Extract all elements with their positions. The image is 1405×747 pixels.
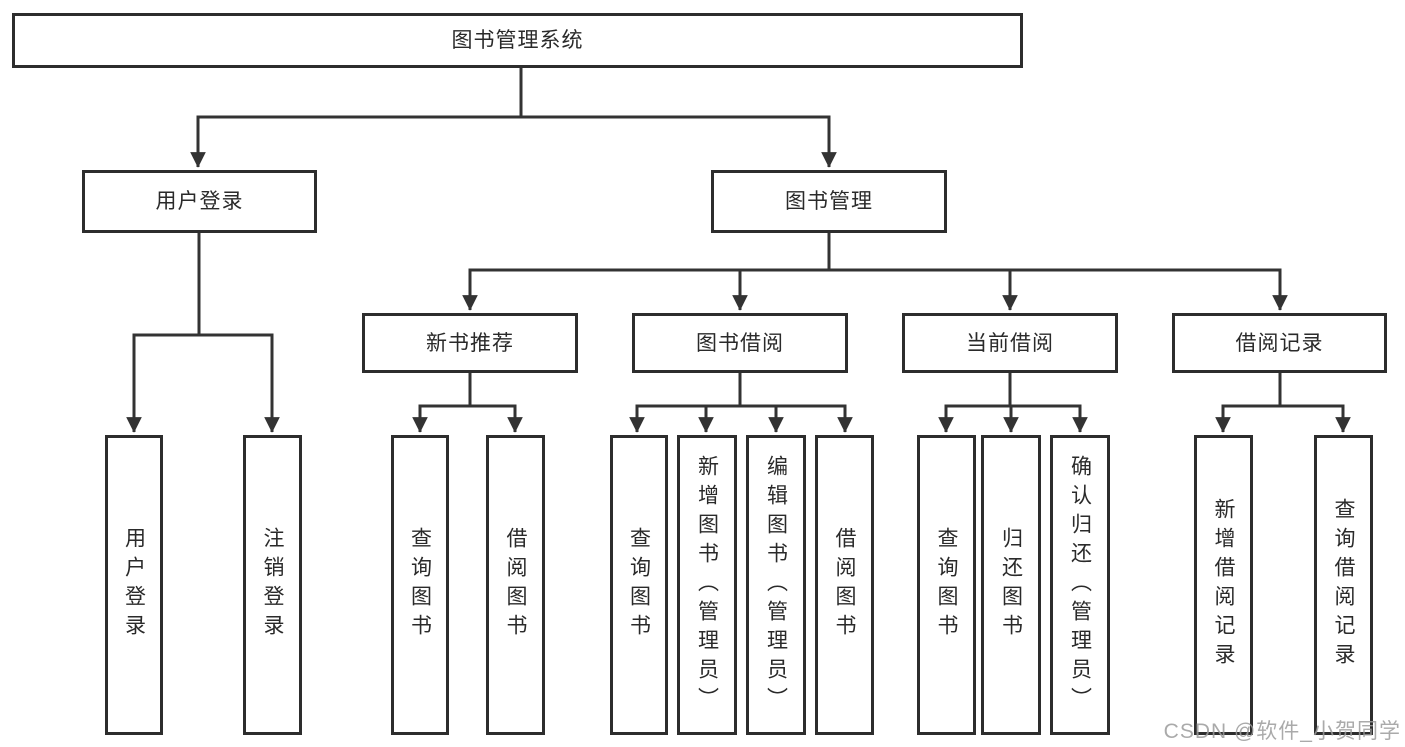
node-label: 图书管理 xyxy=(785,190,873,213)
node-label: 查询借阅记录 xyxy=(1332,498,1355,672)
node-label: 查询图书 xyxy=(408,527,432,643)
node-label: 借阅图书 xyxy=(833,527,856,643)
node-new-book-recommend: 新书推荐 xyxy=(362,313,578,373)
leaf-return-book: 归还图书 xyxy=(981,435,1041,735)
node-label: 用户登录 xyxy=(155,190,244,213)
leaf-add-book-admin: 新增图书（管理员） xyxy=(677,435,737,735)
connector-user-login-group xyxy=(126,233,280,433)
connector-borrow-records-group xyxy=(1215,373,1351,433)
leaf-query-books-1: 查询图书 xyxy=(391,435,449,735)
node-book-borrow: 图书借阅 xyxy=(632,313,848,373)
node-label: 编辑图书（管理员） xyxy=(764,454,788,716)
node-label: 新增借阅记录 xyxy=(1212,498,1235,672)
node-label: 新书推荐 xyxy=(426,331,514,355)
node-current-borrow: 当前借阅 xyxy=(902,313,1118,373)
connector-root-to-level2 xyxy=(190,68,837,168)
node-label: 新增图书（管理员） xyxy=(695,454,719,716)
leaf-edit-book-admin: 编辑图书（管理员） xyxy=(746,435,806,735)
connector-current-borrow-group xyxy=(938,373,1088,433)
node-label: 注销登录 xyxy=(261,527,284,643)
node-borrow-records: 借阅记录 xyxy=(1172,313,1387,373)
node-book-management: 图书管理 xyxy=(711,170,947,233)
node-user-login: 用户登录 xyxy=(82,170,317,233)
node-label: 图书借阅 xyxy=(696,331,784,355)
node-label: 查询图书 xyxy=(627,527,651,643)
csdn-watermark: CSDN @软件_小贺同学 xyxy=(1163,720,1401,743)
leaf-query-books-3: 查询图书 xyxy=(917,435,976,735)
node-root-system: 图书管理系统 xyxy=(12,13,1023,68)
leaf-query-borrow-record: 查询借阅记录 xyxy=(1314,435,1373,735)
connector-book-mgmt-to-level3 xyxy=(462,233,1288,311)
node-label: 用户登录 xyxy=(122,527,146,643)
connector-new-book-rec-group xyxy=(412,373,523,433)
leaf-add-borrow-record: 新增借阅记录 xyxy=(1194,435,1253,735)
node-label: 借阅记录 xyxy=(1235,331,1324,355)
leaf-borrow-books-2: 借阅图书 xyxy=(815,435,874,735)
node-label: 确认归还（管理员） xyxy=(1068,454,1092,716)
leaf-query-books-2: 查询图书 xyxy=(610,435,668,735)
node-label: 当前借阅 xyxy=(966,331,1054,355)
leaf-borrow-books-1: 借阅图书 xyxy=(486,435,545,735)
node-label: 查询图书 xyxy=(935,527,958,643)
connector-book-borrow-group xyxy=(629,373,853,433)
node-label: 归还图书 xyxy=(999,527,1023,643)
leaf-confirm-return-admin: 确认归还（管理员） xyxy=(1050,435,1110,735)
node-label: 图书管理系统 xyxy=(451,29,584,52)
leaf-user-login: 用户登录 xyxy=(105,435,163,735)
node-label: 借阅图书 xyxy=(504,527,527,643)
leaf-logout: 注销登录 xyxy=(243,435,302,735)
